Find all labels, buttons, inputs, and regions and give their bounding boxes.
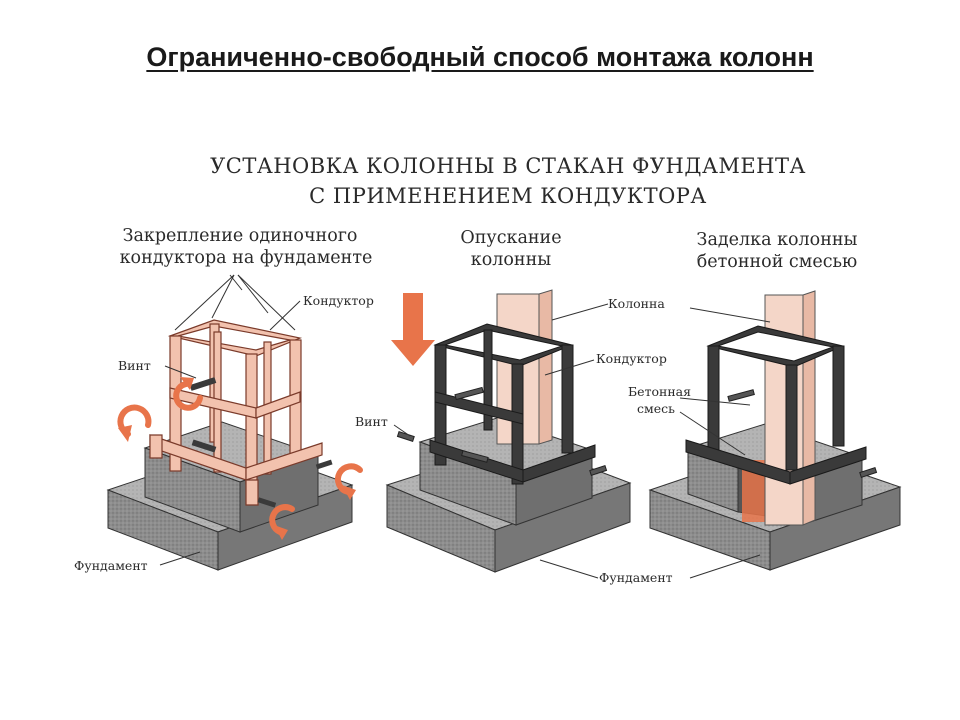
- diagram-header-line-2: С ПРИМЕНЕНИЕМ КОНДУКТОРА: [309, 184, 707, 208]
- panel3-concrete-label-line-2: смесь: [637, 401, 675, 416]
- panel2-illustration: [385, 289, 632, 579]
- panel3-illustration: [648, 290, 902, 579]
- panel1-caption-line-2: кондуктора на фундаменте: [120, 248, 373, 268]
- panel3-concrete-label-line-1: Бетонная: [628, 384, 691, 399]
- panel2-caption-line-1: Опускание: [460, 228, 561, 248]
- panel3-caption-line-2: бетонной смесью: [697, 252, 858, 272]
- panel2-column-label: Колонна: [608, 296, 665, 311]
- panel1-conductor-label: Кондуктор: [303, 293, 374, 308]
- panel2-caption-line-2: колонны: [471, 250, 551, 270]
- panel3-foundation-label: Фундамент: [599, 570, 673, 585]
- panel2-conductor-label: Кондуктор: [596, 351, 667, 366]
- panel1-foundation-label: Фундамент: [74, 558, 148, 573]
- panel3-caption-line-1: Заделка колонны: [697, 230, 858, 250]
- panel1-screw-label: Винт: [118, 358, 151, 373]
- panel1-caption-line-1: Закрепление одиночного: [123, 226, 358, 246]
- diagram-header-line-1: УСТАНОВКА КОЛОННЫ В СТАКАН ФУНДАМЕНТА: [210, 154, 806, 178]
- slide-title: Ограниченно-свободный способ монтажа кол…: [146, 42, 814, 72]
- panel1-illustration: [106, 274, 363, 571]
- panel2-screw-label: Винт: [355, 414, 388, 429]
